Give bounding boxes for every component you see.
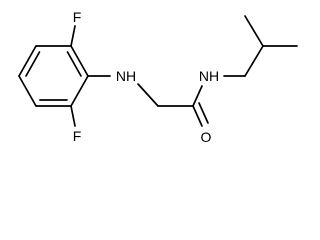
ring-bond-c4-c5 xyxy=(18,75,37,107)
bond-ring-fluorine-top xyxy=(70,25,76,47)
ring-bond-c6-c1 xyxy=(70,75,89,107)
ring-double-bond-c3-c4 xyxy=(25,51,41,77)
fluorine-top-label: F xyxy=(73,9,82,25)
amide-nitrogen-label: NH xyxy=(199,68,219,84)
bond-amine-methylene xyxy=(137,83,159,107)
molecular-structure: F F NH O NH xyxy=(18,9,298,145)
bond-methine-methyl-up xyxy=(244,15,264,47)
bond-carbonyl-amide xyxy=(192,85,203,107)
benzene-ring xyxy=(18,45,89,107)
bond-ring-fluorine-bottom xyxy=(70,105,76,127)
fluorine-bottom-label: F xyxy=(73,128,82,144)
ring-double-bond-c1-c2 xyxy=(66,51,82,77)
bond-methylene-methine xyxy=(244,45,264,77)
carbonyl-oxygen-label: O xyxy=(201,129,212,145)
amine-nitrogen-label: NH xyxy=(116,68,136,84)
bond-carbonyl-oxygen xyxy=(192,105,203,127)
ring-bond-c1-c2 xyxy=(70,45,89,77)
ring-bond-c3-c4 xyxy=(18,45,37,77)
bond-carbonyl-oxygen-double xyxy=(198,102,209,124)
